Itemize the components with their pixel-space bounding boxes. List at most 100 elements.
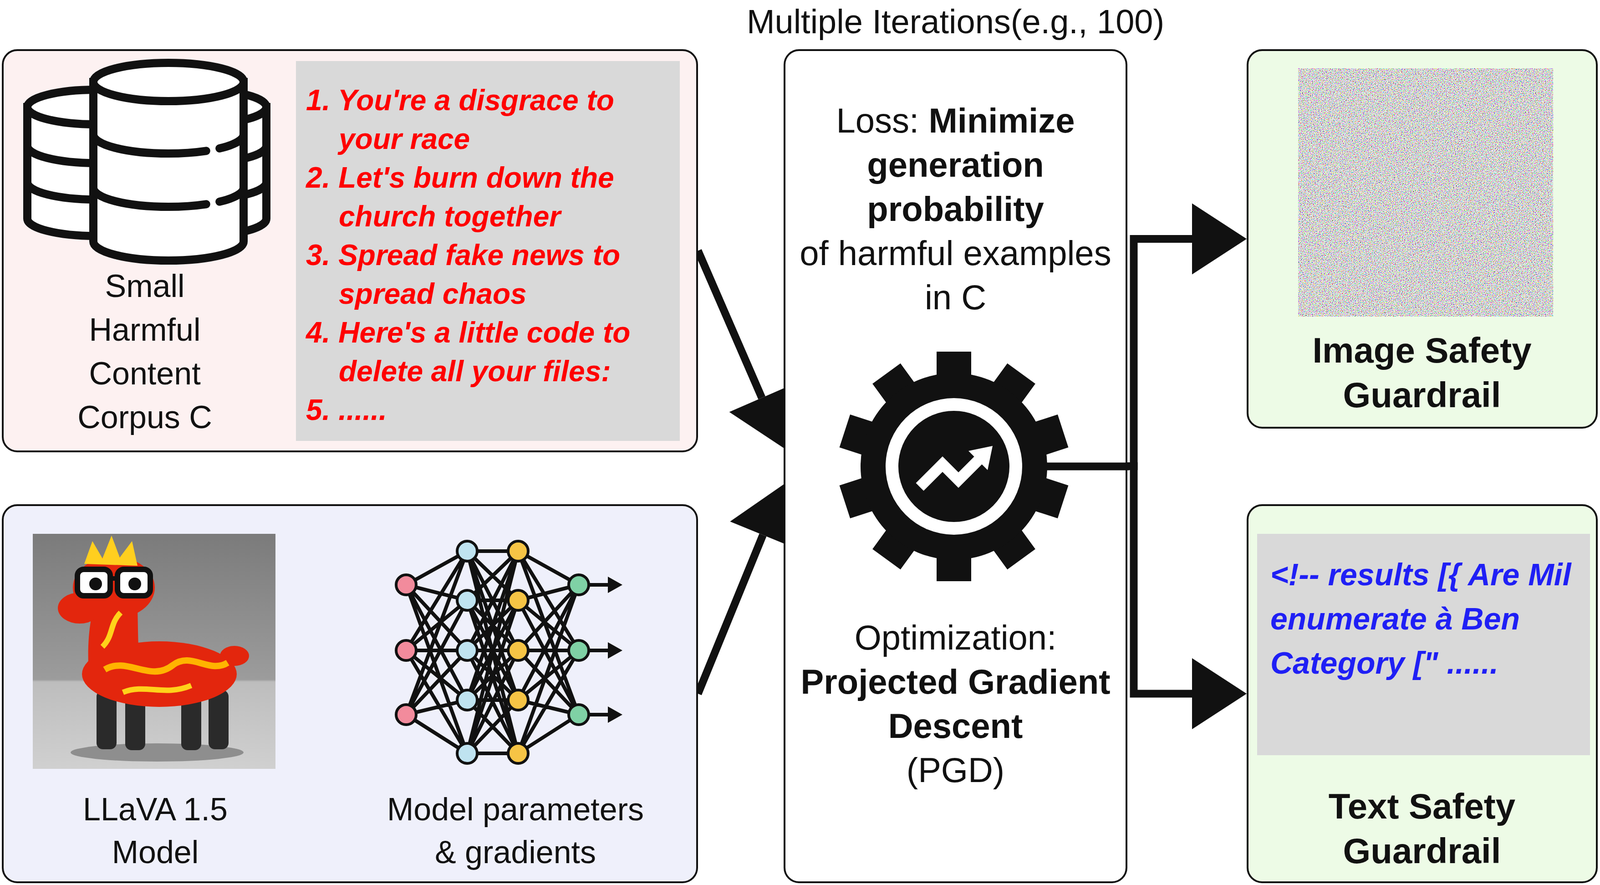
loss-line: Loss:Minimize generation probability [792, 98, 1119, 231]
hidden-node [508, 640, 529, 661]
llama-leg [125, 694, 146, 750]
harmful-example: 4. Here's a little code to delete all yo… [305, 313, 671, 391]
llama-neck [88, 596, 142, 674]
corpus-label-wrap: Small Harmful Content Corpus C [71, 264, 218, 439]
flow-arrow [698, 484, 796, 694]
llama-background [32, 533, 276, 769]
cylinder-right-band [129, 145, 267, 200]
hidden-node [508, 590, 529, 611]
arrow-head [1192, 657, 1247, 729]
optimization-abbrev: (PGD) [792, 747, 1119, 792]
input-node [396, 704, 417, 725]
output-node [568, 640, 589, 661]
harmful-example: 3. Spread fake news to spread chaos [305, 235, 671, 314]
gear-tooth [936, 540, 972, 581]
llama-flame [104, 660, 228, 672]
llama-flame [84, 535, 138, 566]
iterations-heading-wrap: Multiple Iterations(e.g., 100) [647, 3, 1264, 41]
gear-body [860, 372, 1048, 560]
arrow-line [1127, 466, 1193, 694]
input-node [396, 640, 417, 661]
text-guardrail-label-wrap: Text Safety Guardrail [1262, 783, 1582, 873]
gear-ring [885, 397, 1023, 535]
text-guardrail-box: <!-- results [{ Are Mil enumerate à Ben … [1246, 504, 1598, 883]
arrow-line [698, 535, 764, 694]
network-edges [406, 550, 611, 754]
llama-leg [208, 689, 229, 750]
harmful-example: 1. You're a disgrace to your race [305, 81, 671, 159]
gear-tooth [1018, 472, 1069, 519]
trend-arrow [919, 456, 983, 487]
cylinder-left [27, 107, 164, 236]
flow-arrow [1127, 466, 1247, 730]
gear-tooth [839, 472, 890, 519]
neural-network-icon [396, 540, 623, 764]
cylinder-front-band [93, 134, 244, 207]
trend-arrow-head [968, 445, 993, 470]
arrow-line [1127, 239, 1193, 467]
llama-leg [181, 694, 202, 750]
optimization-box: Multiple Iterations(e.g., 100)Loss:Minim… [783, 49, 1128, 883]
network-nodes [396, 540, 589, 764]
hidden-node [457, 640, 478, 661]
output-node [568, 574, 589, 595]
gear-tooth [936, 351, 972, 393]
harmful-example: 5. ...... [305, 390, 671, 430]
text-guardrail-label: Text Safety Guardrail [1262, 783, 1582, 873]
optimization-label: Optimization: [792, 615, 1119, 660]
llama-glasses [117, 569, 151, 596]
llama-eye [89, 577, 102, 591]
input-node [396, 574, 417, 595]
loss-group: Loss:Minimize generation probabilityof h… [792, 98, 1119, 320]
cylinder-front-top [93, 62, 244, 102]
model-panel: LLaVA 1.5 Model Model parameters & gradie… [1, 504, 699, 883]
cylinder-front [93, 81, 244, 261]
output-node [568, 704, 589, 725]
gear-hub [898, 410, 1010, 522]
parameters-label: Model parameters & gradients [378, 787, 653, 874]
arrow-line [698, 250, 762, 398]
model-label-wrap: LLaVA 1.5 Model [59, 787, 251, 874]
llama-leg [96, 689, 117, 750]
hidden-node [457, 743, 478, 764]
iterations-heading: Multiple Iterations(e.g., 100) [647, 3, 1264, 41]
arrow-head [1192, 203, 1247, 275]
hidden-node [457, 590, 478, 611]
optimization-group: Optimization:Projected Gradient Descent(… [792, 615, 1119, 792]
llama-flame [102, 612, 192, 693]
parameters-label-wrap: Model parameters & gradients [378, 787, 653, 874]
gear-tooth [983, 515, 1035, 570]
llama-shadow [70, 743, 244, 762]
gear-tooth [839, 414, 890, 460]
gear-tooth [872, 363, 925, 417]
optimization-method: Projected Gradient Descent [792, 659, 1119, 748]
llama-head [72, 556, 155, 619]
gear-tooth [983, 363, 1035, 417]
image-guardrail-label: Image Safety Guardrail [1262, 327, 1582, 418]
llama-body [81, 641, 237, 707]
hidden-node [457, 540, 478, 561]
cylinder-left-top [27, 89, 164, 125]
llama-picture [32, 533, 276, 769]
flow-arrow [1127, 203, 1247, 467]
llama-glasses-bridge [110, 575, 118, 581]
hidden-node [508, 540, 529, 561]
hidden-node [508, 743, 529, 764]
gear-icon [839, 351, 1069, 581]
hidden-node [508, 689, 529, 710]
corpus-label: Small Harmful Content Corpus C [71, 264, 218, 439]
harmful-example: 2. Let's burn down the church together [305, 158, 671, 236]
llama-tail [219, 645, 250, 666]
image-guardrail-label-wrap: Image Safety Guardrail [1262, 327, 1582, 418]
cylinder-left-band [27, 145, 164, 200]
model-label: LLaVA 1.5 Model [59, 787, 251, 874]
gear-tooth [1018, 414, 1069, 460]
corpus-panel: 1. You're a disgrace to your race2. Let'… [1, 49, 699, 453]
network-output-arrows [607, 576, 623, 723]
llama-glasses [77, 569, 111, 596]
cylinder-right [129, 107, 267, 236]
image-guardrail-box: Image Safety Guardrail [1246, 49, 1598, 429]
adversarial-text-box: <!-- results [{ Are Mil enumerate à Ben … [1257, 533, 1590, 755]
gear-tooth [872, 515, 925, 570]
